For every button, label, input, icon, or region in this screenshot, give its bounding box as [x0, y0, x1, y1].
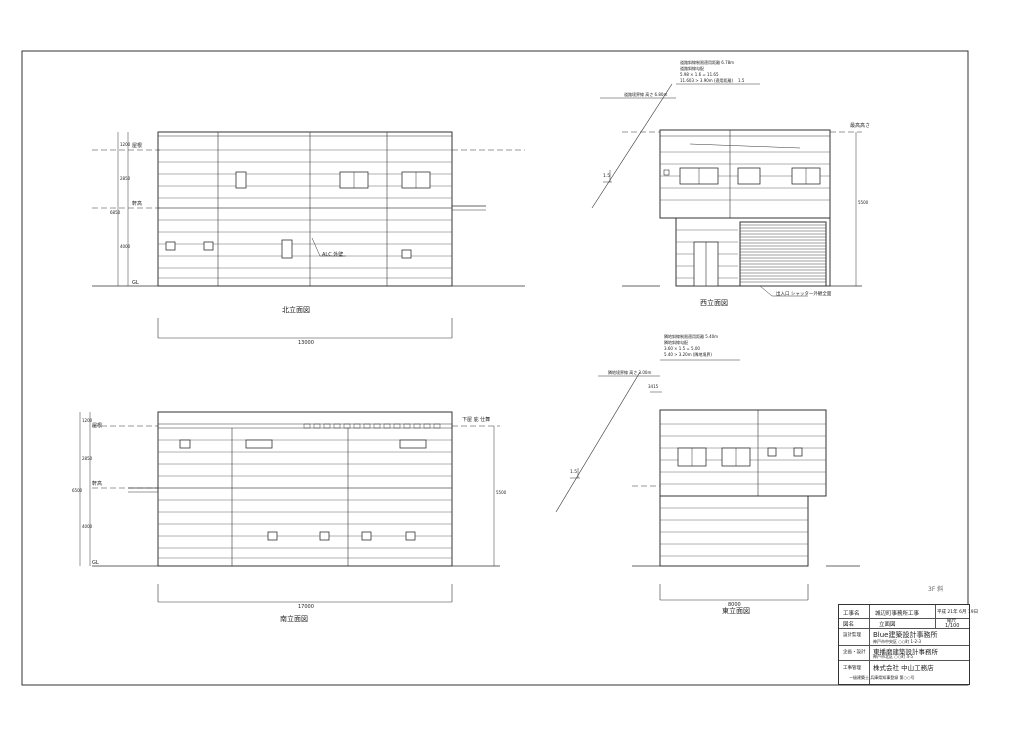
south-right-dimension: 5500 [496, 490, 507, 495]
south-canopy-label: 下屋 庇 仕舞 [462, 417, 491, 423]
west-top-ratio: 1.5 [738, 78, 745, 83]
west-elevation-title: 西立面図 [700, 299, 728, 307]
project-label: 工事名 [843, 611, 860, 617]
east-setback-note-1: 隣地斜線制限適用距離 5.40m [664, 334, 719, 339]
north-level-gl: GL [132, 280, 139, 286]
south-total-dimension: 17000 [298, 604, 314, 610]
south-height-4: 4000 [82, 524, 93, 529]
west-height-dimension: 5500 [858, 200, 869, 205]
west-setback-note-3: 5.98 × 1.6 = 11.65 [680, 72, 719, 77]
drawing-name-label: 図名 [843, 622, 855, 628]
south-level-gl: GL [92, 560, 99, 566]
north-height-3: 6850 [110, 210, 121, 215]
date-value: 平成 21年 6月 19日 [937, 610, 979, 615]
title-block: 工事名 城辺町事務所工事 平成 21年 6月 19日 図名 立面図 縮尺 1/1… [838, 604, 978, 685]
project-value: 城辺町事務所工事 [875, 611, 920, 617]
builder-address: 一級建築士 兵庫県知事登録 第○○号 [849, 675, 915, 680]
east-elevation-title: 東立面図 [722, 607, 750, 615]
south-height-1: 1200 [82, 418, 93, 423]
east-elevation [555, 359, 860, 601]
west-setback-note-2: 道路斜線勾配 [680, 66, 704, 71]
west-setback-note-4: 11.603 > 3.90m (適用距離) [680, 78, 734, 83]
designer-label: 設計監理 [843, 633, 861, 638]
scale-label: 縮尺 [947, 619, 956, 624]
south-level-roof: 屋根 [92, 423, 103, 429]
south-height-2: 2850 [82, 456, 93, 461]
scale-value: 1/100 [945, 623, 960, 629]
sheet-border [21, 50, 969, 686]
south-elevation-title: 南立面図 [280, 615, 308, 623]
builder-label: 工事管理 [843, 666, 861, 671]
contractor-value: 東播磨建築設計事務所 [873, 648, 938, 656]
west-shutter-note: 出入口 シャッター外観全面 [776, 292, 832, 297]
south-level-eave: 軒高 [92, 481, 103, 487]
drawing-name-value: 立面図 [879, 622, 896, 628]
north-height-4: 4000 [120, 244, 131, 249]
south-height-3: 6500 [72, 488, 83, 493]
north-wall-note: ALC 外壁 [322, 252, 344, 258]
west-slope-ratio: 1.5 [603, 174, 611, 179]
west-setback-note-1: 道路斜線制限適用距離 6.78m [680, 60, 735, 65]
designer-address: 神戸市中央区 ○○町 1-2-3 [873, 639, 922, 644]
designer-value: Blue建築設計事務所 [873, 631, 938, 639]
east-setback-note-2: 隣地斜線勾配 [664, 340, 688, 345]
west-shutter-slats [740, 224, 826, 283]
north-level-roof: 屋根 [132, 143, 143, 149]
north-height-2: 2850 [120, 176, 131, 181]
west-setback-note-5: 道路境界線 高さ 6.80m [624, 92, 668, 97]
west-max-height-label: 最高高さ [850, 123, 871, 129]
north-height-1: 1200 [120, 142, 131, 147]
east-setback-note-5: 隣地境界線 高さ 3.00m [608, 370, 652, 375]
east-total-dimension: 8000 [728, 602, 741, 608]
contractor-label: 企画・設計 [843, 650, 866, 655]
north-level-eave: 軒高 [132, 201, 143, 207]
handwritten-annotation: 3F 斜 [928, 586, 944, 593]
east-setback-note-3: 3.60 × 1.5 = 5.00 [664, 346, 700, 351]
north-elevation-title: 北立面図 [282, 306, 310, 314]
contractor-address: 神戸市北区 ○○町 4-5 [873, 654, 914, 659]
west-note-leader [759, 285, 773, 297]
builder-value: 株式会社 中山工務店 [873, 664, 934, 672]
east-setback-dimension: 3415 [648, 384, 659, 389]
east-slope-ratio: 1.5 [570, 470, 578, 475]
north-elevation [92, 131, 525, 339]
east-setback-note-4: 5.40 > 3.20m (隣地境界) [664, 352, 712, 357]
south-elevation [79, 411, 500, 603]
west-elevation [591, 83, 862, 287]
north-total-dimension: 13000 [298, 340, 314, 346]
